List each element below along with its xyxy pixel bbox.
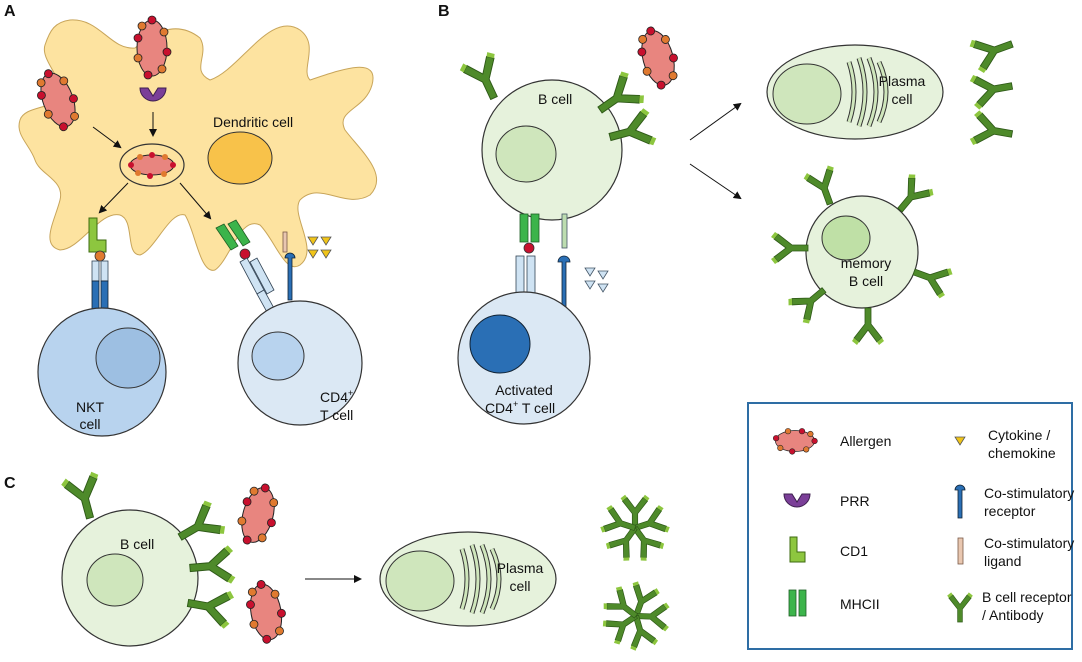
legend-allergen: Allergen <box>840 433 891 449</box>
antibody-b-1 <box>967 26 1019 76</box>
allergen-c-2 <box>242 576 291 647</box>
cytokine-a-3 <box>307 249 319 259</box>
memory-b-nucleus <box>821 215 871 261</box>
plasma-cell-b <box>767 45 943 139</box>
activated-t-nucleus <box>469 314 531 374</box>
legend-bcr-2: / Antibody <box>982 607 1044 623</box>
endosome <box>119 143 185 187</box>
allergen-b <box>631 21 685 94</box>
legend-cytokine-2: chemokine <box>988 445 1056 461</box>
plasma-c-label-2: cell <box>509 578 530 594</box>
legend-costim-ligand-2: ligand <box>984 553 1021 569</box>
costim-receptor-b <box>557 255 571 309</box>
dendritic-nucleus <box>207 131 273 185</box>
b-cell-c-nucleus <box>86 553 144 607</box>
costim-ligand-a <box>282 231 288 253</box>
memory-bcr-6 <box>851 307 885 346</box>
activated-label-1: Activated <box>495 382 553 398</box>
antibody-cluster-c-1 <box>598 494 672 564</box>
costim-receptor-a <box>284 252 296 301</box>
nkt-label-2: cell <box>79 416 100 432</box>
b-cell-c-label: B cell <box>120 536 154 552</box>
legend-costim-ligand-icon <box>957 537 964 565</box>
antibody-b-3 <box>968 109 1016 152</box>
legend-prr-icon <box>783 493 811 508</box>
cytokine-a-4 <box>320 249 332 259</box>
prr-receptor <box>139 87 167 102</box>
arrow-a-1 <box>92 126 122 149</box>
activated-label-2: CD4+ T cell <box>485 399 555 416</box>
processed-allergen <box>128 152 176 179</box>
legend-bcr-1: B cell receptor <box>982 589 1072 605</box>
legend-cd1-icon <box>789 536 806 563</box>
allergen-c-1 <box>232 478 286 551</box>
cytokine-b-1 <box>584 267 596 277</box>
nkt-tcr <box>91 260 109 310</box>
panel-letter-b: B <box>438 3 450 20</box>
panel-letter-c: C <box>4 475 16 492</box>
cytokine-b-2 <box>597 270 609 280</box>
legend-prr: PRR <box>840 493 870 509</box>
cd4-tcr <box>239 257 276 315</box>
nkt-nucleus <box>95 327 161 389</box>
cd4-label-1: CD4+ <box>320 388 353 405</box>
legend-cytokine-1: Cytokine / <box>988 427 1050 443</box>
arrow-b-2 <box>689 163 742 200</box>
plasma-c-label-1: Plasma <box>497 560 544 576</box>
costim-ligand-b <box>561 213 568 249</box>
cd4-label-2: T cell <box>320 407 353 423</box>
plasma-b-label-2: cell <box>891 91 912 107</box>
legend-mhcii: MHCII <box>840 596 880 612</box>
cd4-nucleus <box>251 331 305 381</box>
cytokine-b-3 <box>584 280 596 290</box>
bcr-b-1 <box>457 49 513 107</box>
mhcii-b <box>519 213 540 254</box>
legend-mhcii-icon <box>788 589 807 617</box>
plasma-b-label-1: Plasma <box>879 73 926 89</box>
dendritic-cell <box>18 19 378 271</box>
arrow-b-1 <box>689 102 742 141</box>
bcr-c-1 <box>59 469 110 524</box>
legend-costim-receptor-1: Co-stimulatory <box>984 485 1074 501</box>
cytokine-a-1 <box>307 236 319 246</box>
b-cell-b-label: B cell <box>538 91 572 107</box>
antibody-b-2 <box>968 68 1016 111</box>
memory-label-1: memory <box>841 255 892 271</box>
memory-bcr-3 <box>770 231 809 265</box>
panel-letter-a: A <box>4 3 16 20</box>
cd1-complex <box>88 217 107 262</box>
nkt-label-1: NKT <box>76 399 104 415</box>
memory-label-2: B cell <box>849 273 883 289</box>
legend-cd1: CD1 <box>840 543 868 559</box>
legend-costim-receptor-icon <box>954 484 966 519</box>
legend-costim-ligand-1: Co-stimulatory <box>984 535 1074 551</box>
cytokine-b-4 <box>597 283 609 293</box>
cytokine-a-2 <box>320 236 332 246</box>
b-cell-b-nucleus <box>495 125 557 183</box>
arrow-a-3 <box>98 182 129 214</box>
legend-costim-receptor-2: receptor <box>984 503 1036 519</box>
arrow-a-4 <box>179 182 212 220</box>
antibody-cluster-c-2 <box>599 579 671 653</box>
mhcii-a <box>215 219 251 260</box>
dendritic-cell-label: Dendritic cell <box>213 114 293 130</box>
